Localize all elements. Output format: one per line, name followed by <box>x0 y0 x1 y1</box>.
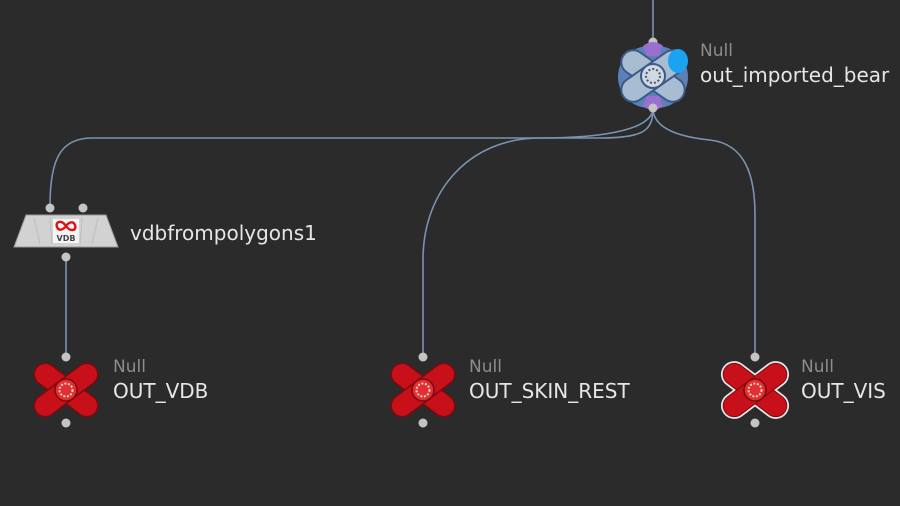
vdb-from-polygons-icon: VDB <box>13 203 119 262</box>
output-port[interactable] <box>418 418 428 428</box>
wire-out-imported-bear-to-vdbfrompolygons1[interactable] <box>49 107 654 207</box>
node-vdbfrompolygons1[interactable]: VDB vdbfrompolygons1 <box>12 202 332 264</box>
node-type-label: Null <box>700 41 733 61</box>
node-name-label[interactable]: OUT_SKIN_REST <box>469 379 630 403</box>
node-type-label: Null <box>113 357 146 377</box>
node-out-vis[interactable]: Null OUT_VIS <box>718 350 898 430</box>
node-name-label[interactable]: OUT_VDB <box>113 379 209 403</box>
node-out-vdb[interactable]: Null OUT_VDB <box>30 350 270 430</box>
output-port[interactable] <box>61 418 71 428</box>
input-port-2[interactable] <box>78 203 88 213</box>
output-port[interactable] <box>750 418 760 428</box>
node-type-label: Null <box>469 357 502 377</box>
node-out-imported-bear[interactable]: Null out_imported_bear <box>616 37 900 114</box>
node-name-label[interactable]: OUT_VIS <box>801 379 886 403</box>
node-out-skin-rest[interactable]: Null OUT_SKIN_REST <box>387 350 667 430</box>
node-name-label[interactable]: out_imported_bear <box>700 63 890 87</box>
display-flag[interactable] <box>668 49 688 73</box>
input-port[interactable] <box>750 352 760 362</box>
wire-out-imported-bear-to-out-skin-rest[interactable] <box>422 107 654 355</box>
node-name-label[interactable]: vdbfrompolygons1 <box>130 221 317 245</box>
node-type-label: Null <box>801 357 834 377</box>
null-node-icon <box>720 352 790 428</box>
vdb-icon-label: VDB <box>57 234 76 243</box>
output-port[interactable] <box>648 103 658 113</box>
output-port[interactable] <box>61 252 71 262</box>
null-node-icon <box>618 37 688 113</box>
null-node-icon <box>390 352 456 428</box>
null-node-icon <box>33 352 99 428</box>
input-port-1[interactable] <box>45 203 55 213</box>
input-port[interactable] <box>418 352 428 362</box>
wire-out-imported-bear-to-out-vis[interactable] <box>652 107 756 355</box>
input-port[interactable] <box>61 352 71 362</box>
